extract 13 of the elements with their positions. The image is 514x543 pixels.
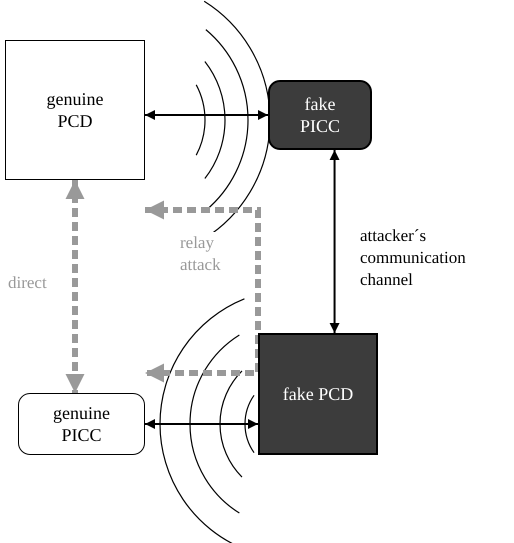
device-label: genuine PICC	[52, 402, 111, 446]
dashed-arrow	[145, 200, 261, 383]
device-label: fake PICC	[298, 92, 342, 138]
arrow	[145, 110, 268, 120]
device-label: genuine PCD	[46, 88, 104, 132]
device-box	[5, 40, 145, 180]
dark-device-box	[268, 80, 372, 150]
device-label: fake PCD	[282, 382, 354, 406]
dark-device-box	[258, 333, 378, 455]
arrow	[145, 419, 258, 429]
arrow	[330, 150, 340, 333]
dashed-arrow	[65, 180, 85, 393]
device-box	[18, 393, 145, 455]
